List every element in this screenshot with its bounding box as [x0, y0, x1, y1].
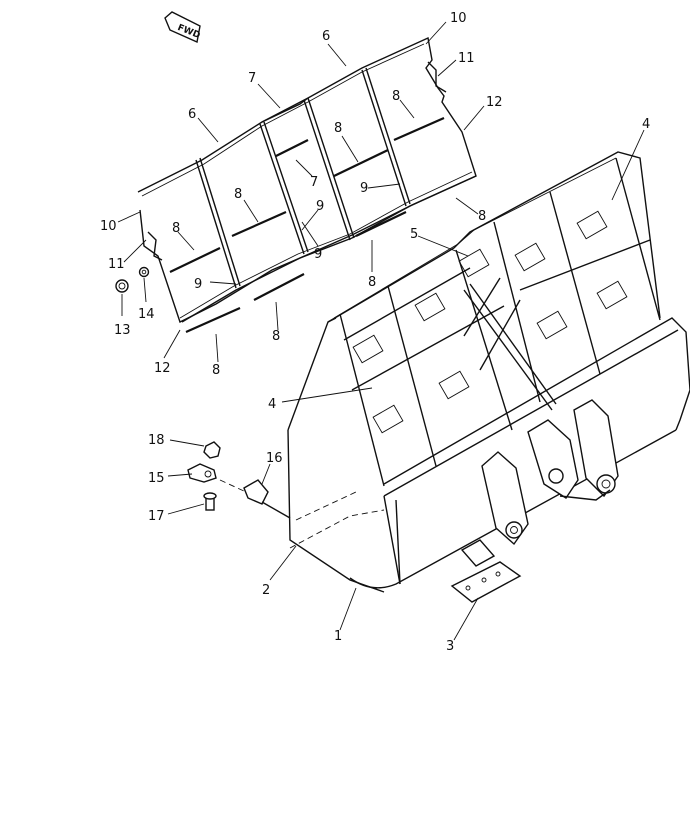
callout-10: 10	[100, 219, 117, 234]
callout-17: 17	[148, 509, 165, 524]
callout-7: 7	[248, 71, 256, 86]
callout-4: 4	[268, 397, 276, 412]
callout-9: 9	[194, 277, 202, 292]
bucket-body	[287, 151, 690, 593]
callout-3: 3	[446, 639, 454, 654]
bolt-13-icon	[115, 279, 129, 293]
callout-8: 8	[234, 187, 242, 202]
callout-16: 16	[266, 451, 283, 466]
callout-14: 14	[138, 307, 155, 322]
callout-labels: 10 6 11 7 12 4 6 8 8 7 9 8 9 8 10 8 9 5 …	[100, 11, 650, 654]
callout-2: 2	[262, 583, 270, 598]
callout-12: 12	[486, 95, 503, 110]
callout-10: 10	[450, 11, 467, 26]
callout-11: 11	[458, 51, 475, 66]
callout-11: 11	[108, 257, 125, 272]
fwd-arrow-icon: FWD	[164, 11, 201, 43]
callout-9: 9	[314, 247, 322, 262]
callout-1: 1	[334, 629, 342, 644]
washer-14-icon	[138, 266, 150, 278]
callout-7: 7	[310, 175, 318, 190]
bolt-17-icon	[203, 492, 217, 511]
wear-plate-3	[450, 561, 522, 603]
callout-8: 8	[478, 209, 486, 224]
callout-4: 4	[642, 117, 650, 132]
mounting-lug-left	[481, 451, 529, 546]
guard-plate-assembly	[137, 36, 477, 334]
callout-12: 12	[154, 361, 171, 376]
leader-lines	[117, 21, 645, 641]
callout-9: 9	[360, 181, 368, 196]
callout-8: 8	[172, 221, 180, 236]
callout-15: 15	[148, 471, 165, 486]
callout-8: 8	[334, 121, 342, 136]
mounting-lug-right	[559, 399, 619, 501]
callout-8: 8	[392, 89, 400, 104]
callout-13: 13	[114, 323, 131, 338]
bracket-16-icon	[243, 479, 269, 505]
mounting-lug-center	[527, 419, 579, 499]
mesh-patch-icon	[352, 210, 628, 434]
callout-6: 6	[322, 29, 330, 44]
clamp-15-icon	[187, 463, 217, 483]
nut-18-icon	[203, 441, 221, 459]
callout-6: 6	[188, 107, 196, 122]
callout-8: 8	[212, 363, 220, 378]
callout-8: 8	[368, 275, 376, 290]
callout-18: 18	[148, 433, 165, 448]
callout-9: 9	[316, 199, 324, 214]
callout-8: 8	[272, 329, 280, 344]
callout-5: 5	[410, 227, 418, 242]
